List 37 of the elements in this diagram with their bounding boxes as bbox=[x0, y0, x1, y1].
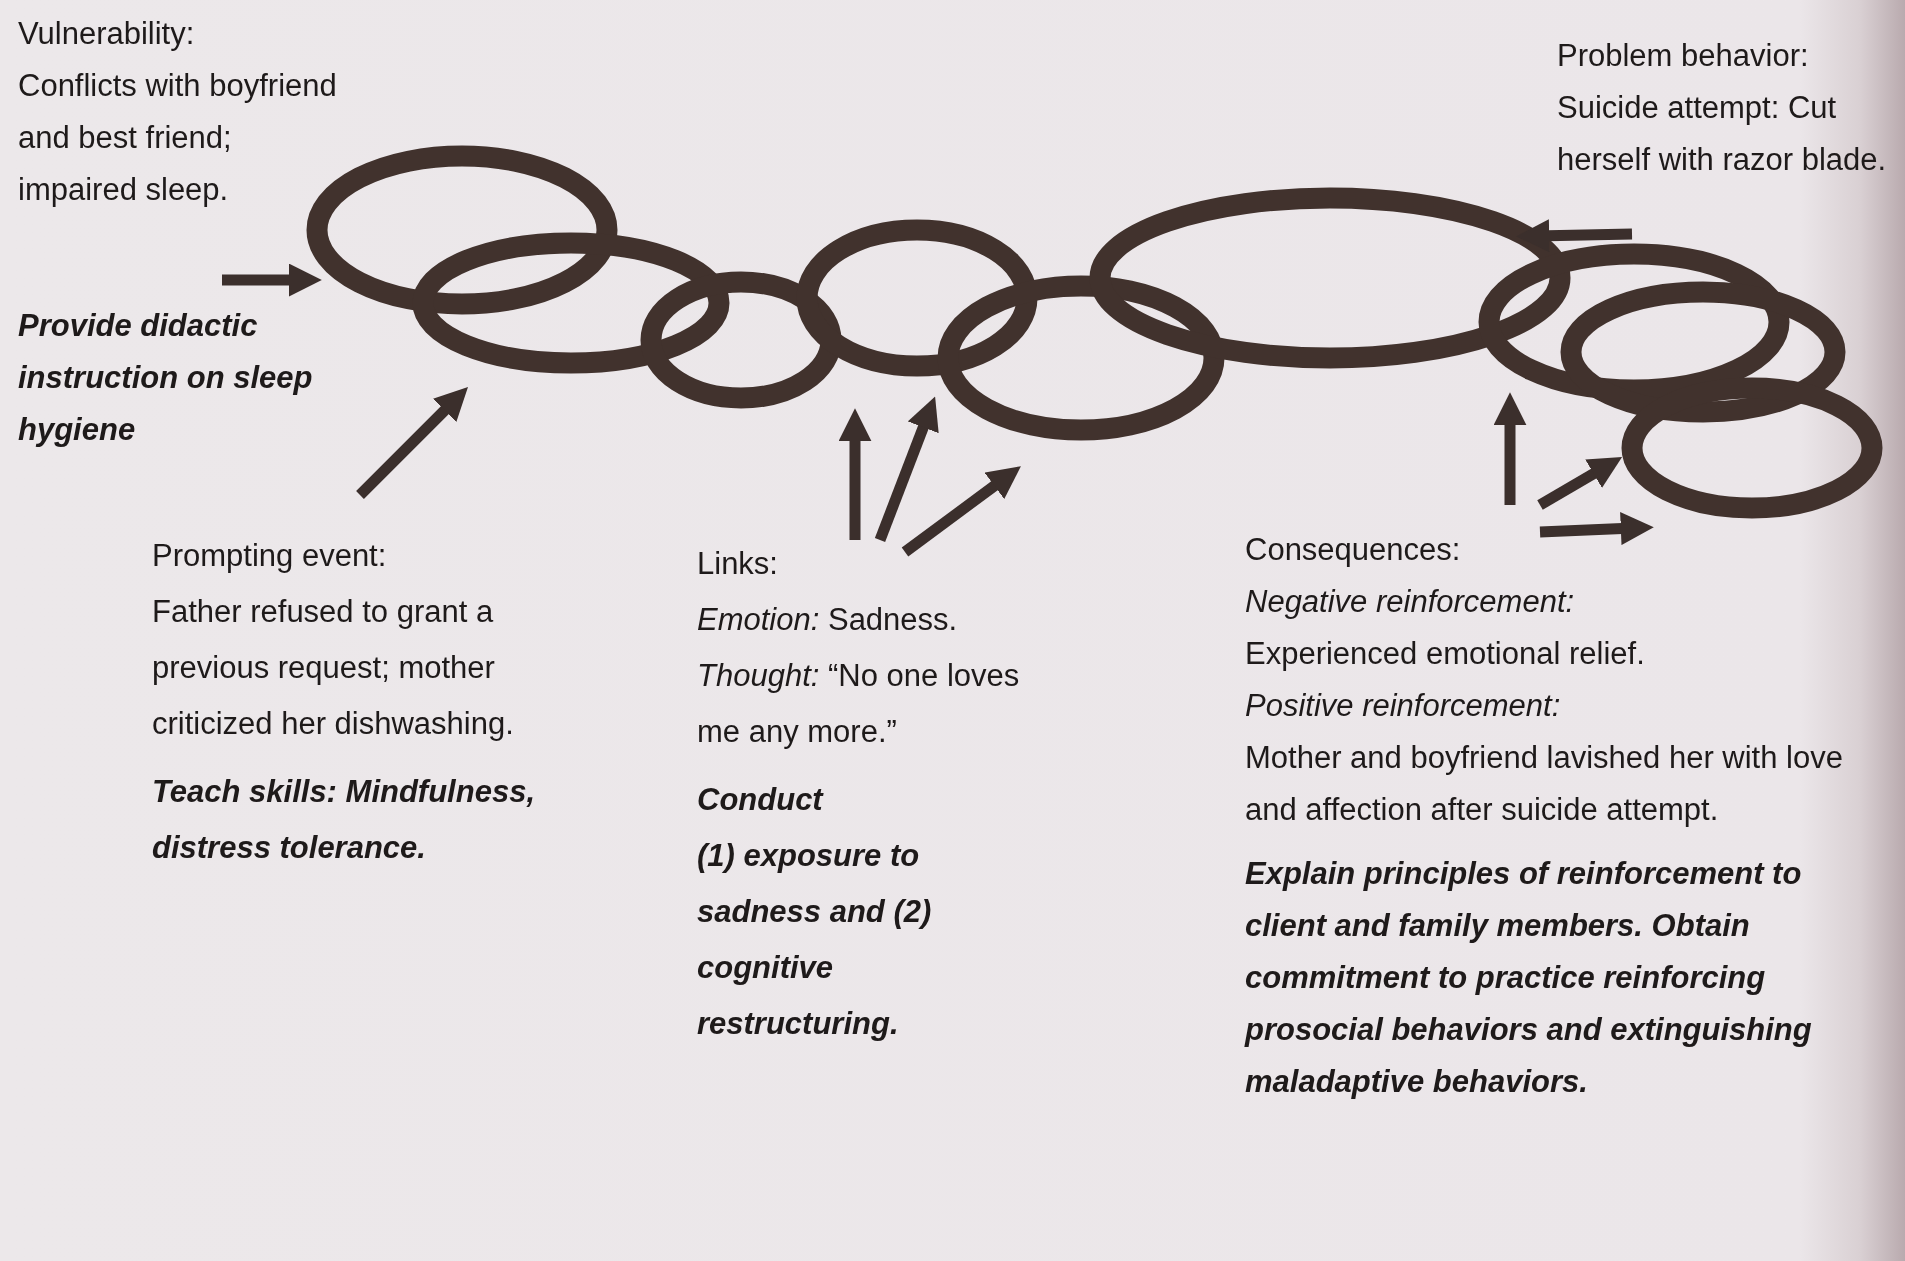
arrow bbox=[1537, 457, 1623, 510]
description: Experienced emotional relief. bbox=[1245, 635, 1646, 673]
description: Suicide attempt: Cut herself with razor blade. bbox=[1557, 89, 1888, 179]
description: Thought: “No one loves me any more.” bbox=[697, 657, 1021, 751]
description: Father refused to grant a previous request; mother criticized her dishwashing. bbox=[152, 593, 515, 743]
chain-link bbox=[306, 145, 618, 315]
chain-link bbox=[796, 219, 1038, 377]
heading: Prompting event: bbox=[152, 537, 388, 575]
subheading: Negative reinforcement: bbox=[1245, 583, 1576, 621]
arrow bbox=[356, 387, 468, 499]
arrow bbox=[838, 408, 872, 540]
heading: Vulnerability: bbox=[18, 15, 196, 53]
arrow bbox=[874, 396, 939, 542]
heading: Consequences: bbox=[1245, 531, 1462, 569]
description: Conflicts with boyfriend and best friend; impaired sleep. bbox=[18, 67, 338, 209]
chain-link bbox=[1089, 187, 1571, 369]
description: Mother and boyfriend lavished her with love and affection after suicide attempt. bbox=[1245, 739, 1844, 829]
intervention-note: (1) exposure to sadness and (2) cognitive restructuring. bbox=[697, 837, 933, 1043]
heading: Problem behavior: bbox=[1557, 37, 1810, 75]
chain-link bbox=[937, 275, 1225, 441]
arrow bbox=[1493, 392, 1527, 505]
heading: Links: bbox=[697, 545, 779, 583]
chain-link bbox=[1478, 243, 1790, 401]
intervention-note: Provide didactic instruction on sleep hygiene bbox=[18, 307, 314, 449]
arrow bbox=[1539, 512, 1654, 546]
chain-link bbox=[412, 232, 730, 374]
description: Emotion: Sadness. bbox=[697, 601, 959, 639]
chain-link bbox=[1560, 281, 1846, 423]
chain-link bbox=[1621, 377, 1883, 519]
chain-link bbox=[640, 271, 842, 409]
arrow bbox=[222, 263, 322, 297]
arrow bbox=[901, 466, 1021, 557]
intervention-note: Explain principles of reinforcement to client and family members. Obtain commitment to practice reinforcing prosocial behaviors and extinguishing maladaptive behaviors. bbox=[1245, 855, 1813, 1101]
intervention-note: Teach skills: Mindfulness, distress tolerance. bbox=[152, 773, 536, 867]
arrow bbox=[1516, 219, 1633, 253]
intervention-note: Conduct bbox=[697, 781, 825, 819]
subheading: Positive reinforcement: bbox=[1245, 687, 1562, 725]
